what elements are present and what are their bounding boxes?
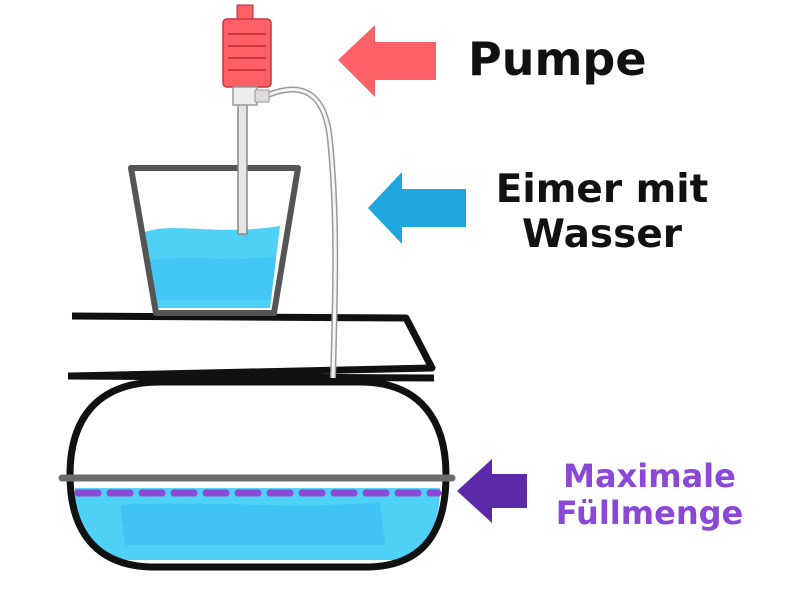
max-fill-label: Maximale Füllmenge <box>552 458 747 532</box>
bucket-label: Eimer mit Wasser <box>492 167 712 258</box>
tank-outline <box>66 378 450 571</box>
bucket-icon <box>128 165 301 316</box>
bucket-label-line1: Eimer mit <box>495 167 709 212</box>
tank-icon <box>58 378 456 571</box>
max-fill-label-line1: Maximale <box>563 457 736 495</box>
tank-water-shade <box>120 502 385 545</box>
pump-rod <box>237 103 248 235</box>
max-fill-label-line2: Füllmenge <box>555 493 744 532</box>
bucket-label-line2: Wasser <box>521 211 683 257</box>
pump-label: Pumpe <box>468 32 647 86</box>
pump-arrow-icon <box>338 25 436 97</box>
bucket-arrow-icon <box>368 172 466 244</box>
pump-icon <box>222 4 272 106</box>
shelf <box>67 312 436 382</box>
max-arrow-icon <box>457 459 527 523</box>
